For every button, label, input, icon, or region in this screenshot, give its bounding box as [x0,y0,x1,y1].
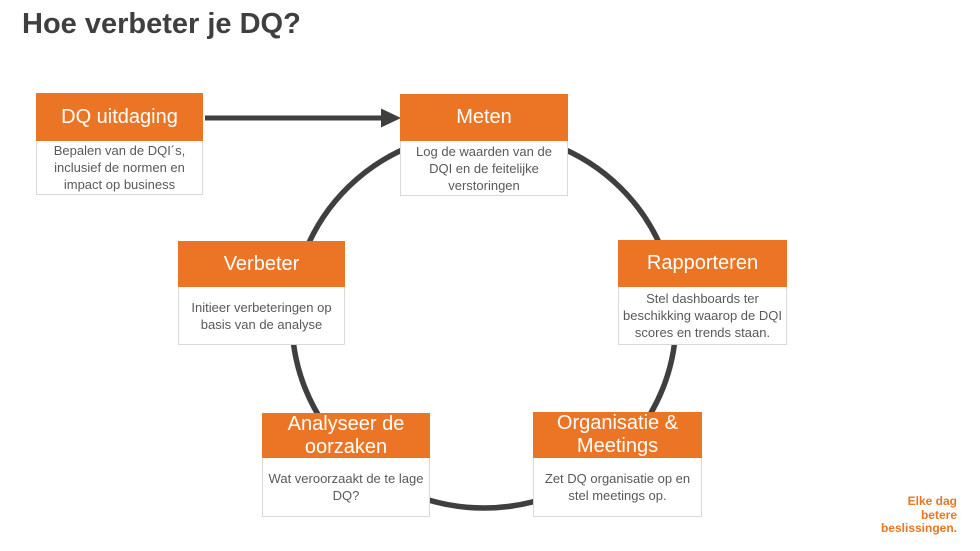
cycle-node-rapporteren: Rapporteren Stel dashboards ter beschikk… [618,240,787,345]
node-header: Rapporteren [618,240,787,287]
node-header: DQ uitdaging [36,93,203,141]
node-header: Organisatie & Meetings [533,412,702,458]
node-description: Zet DQ organisatie op en stel meetings o… [533,458,702,517]
slide-title: Hoe verbeter je DQ? [22,8,301,40]
node-header: Verbeter [178,241,345,287]
node-description: Log de waarden van de DQI en de feitelij… [400,141,568,196]
node-description: Initieer verbeteringen op basis van de a… [178,287,345,345]
node-description: Bepalen van de DQI´s, inclusief de norme… [36,141,203,195]
cycle-node-meten: Meten Log de waarden van de DQI en de fe… [400,94,568,196]
tagline-line: beslissingen. [880,521,957,535]
cycle-node-verbeter: Verbeter Initieer verbeteringen op basis… [178,241,345,345]
cycle-node-analyseer-oorzaken: Analyseer de oorzaken Wat veroorzaakt de… [262,413,430,517]
arrowhead-icon [381,108,401,128]
tagline-line: betere [920,507,957,522]
node-description: Wat veroorzaakt de te lage DQ? [262,458,430,517]
tagline-line: Elke dag [907,494,957,508]
cycle-node-organisatie-meetings: Organisatie & Meetings Zet DQ organisati… [533,412,702,517]
node-description: Stel dashboards ter beschikking waarop d… [618,287,787,345]
brand-tagline: Elke dag betere beslissingen. [880,494,957,536]
cycle-node-dq-uitdaging: DQ uitdaging Bepalen van de DQI´s, inclu… [36,93,203,195]
flow-arrow [205,108,401,128]
node-header: Meten [400,94,568,141]
node-header: Analyseer de oorzaken [262,413,430,458]
